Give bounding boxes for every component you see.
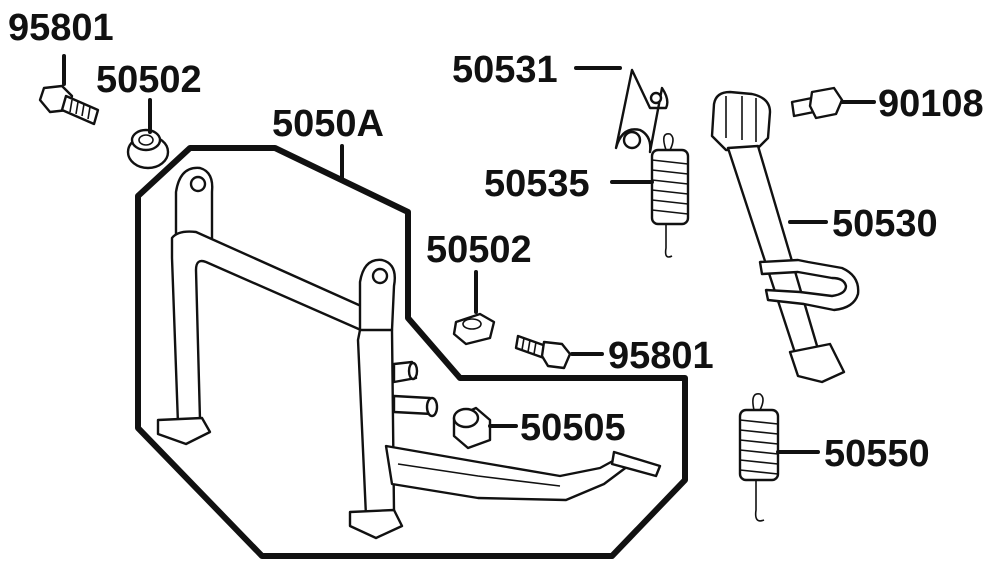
stopper-part — [452, 406, 492, 450]
callout-screw: 90108 — [878, 83, 984, 125]
callout-spring-upper: 50535 — [484, 163, 590, 205]
side-stand-part — [710, 90, 860, 384]
callout-bolt-left: 95801 — [8, 7, 114, 49]
callout-stopper: 50505 — [520, 407, 626, 449]
bolt-center-part — [514, 334, 572, 370]
callout-bolt-center: 95801 — [608, 335, 714, 377]
bushing-left-part — [126, 128, 170, 170]
bolt-left-part — [38, 84, 100, 126]
spring-upper-part — [650, 133, 690, 258]
main-stand-part — [156, 166, 662, 540]
callout-main-stand: 5050A — [272, 103, 384, 145]
callout-side-stand: 50530 — [832, 203, 938, 245]
bushing-center-part — [452, 312, 496, 346]
spring-lower-part — [738, 393, 780, 522]
bracket-part — [614, 68, 669, 154]
callout-bushing-left: 50502 — [96, 59, 202, 101]
callout-bracket: 50531 — [452, 49, 558, 91]
callout-bushing-center: 50502 — [426, 229, 532, 271]
main-stand-group-outline — [135, 145, 688, 559]
callout-spring-lower: 50550 — [824, 433, 930, 475]
screw-part — [790, 86, 844, 120]
